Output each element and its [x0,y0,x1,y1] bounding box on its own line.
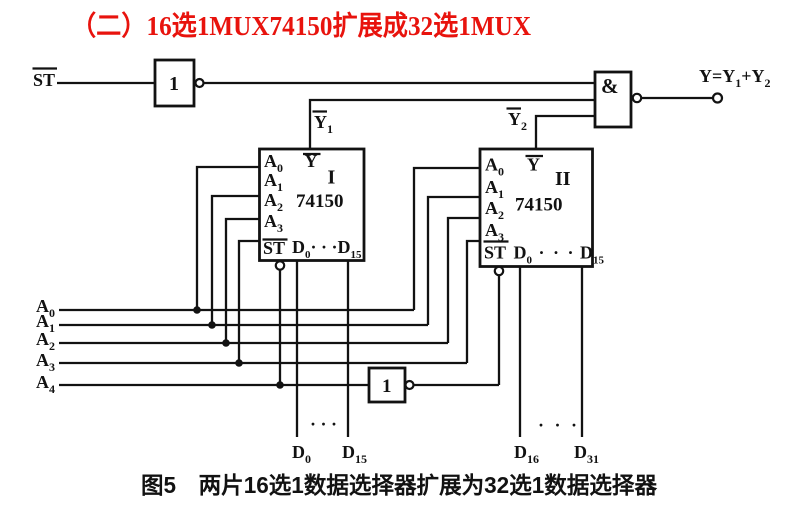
chip2-strobe-bubble [493,265,505,277]
chip1-pin-st-label: ST [263,238,285,258]
wire-a1-to-chip1 [210,194,260,325]
a4-inverter-label: 1 [382,376,392,397]
wire-y1-to-and [308,98,595,150]
wire-a3-to-chip1 [237,239,260,363]
enable-inverter-bubble [194,77,205,89]
chip2-pin-st-label: ST [484,243,506,263]
and-gate-label: & [601,74,619,98]
page-title: （二）16选1MUX74150扩展成32选1MUX [71,11,531,41]
output-terminal [711,92,724,104]
input-a2-label: A2 [36,329,55,353]
chip1-part-number: 74150 [296,191,344,212]
figure-caption: 图5 两片16选1数据选择器扩展为32选1数据选择器 [141,472,658,498]
chip2-pin-a1-label: A1 [485,177,504,201]
input-a1-label: A1 [36,311,55,335]
input-a3-label: A3 [36,350,55,374]
output-expression: Y=Y1+Y2 [699,66,771,90]
chip1-d0-label: D0 [292,442,311,466]
wire-a2-to-chip2 [446,216,480,343]
wire-a0-to-chip2 [412,166,480,310]
chip1-d15-label: D15 [342,442,367,466]
a4-inverter-box [367,366,407,404]
net-y1-label: Y1 [314,112,333,136]
chip2-d31-label: D31 [574,442,599,466]
chip1-pin-a0-label: A0 [264,151,283,175]
and-gate-box [593,70,633,129]
chip1-data-ellipsis: · · · [310,414,337,434]
a4-inverter-bubble [404,379,415,391]
chip1-pin-a1-label: A1 [264,170,283,194]
chip2-pin-y-label: Y [527,155,540,175]
chip2-pin-a0-label: A0 [485,155,504,179]
enable-input-label: ST [33,70,55,90]
chip2-designator: II [555,168,571,190]
input-a4-label: A4 [36,372,55,396]
enable-inverter-label: 1 [169,73,179,95]
wire-y2-to-and [534,114,595,150]
net-y2-label: Y2 [508,109,527,133]
wire-a3-to-chip2 [465,239,480,363]
chip2-data-row-label: D0 · · · D15 [514,243,605,267]
chip2-d16-label: D16 [514,442,539,466]
wire-a1-to-chip2 [426,195,480,325]
chip1-box [258,147,366,262]
chip1-designator: I [328,167,336,189]
chip1-strobe-bubble [274,260,286,271]
chip1-data-row-label: D0· · ·D15 [292,237,362,261]
chip2-data-ellipsis: · · · [538,415,580,435]
enable-inverter-box [153,58,196,108]
input-a0-label: A0 [36,296,55,320]
and-gate-output-bubble [631,92,643,104]
chip1-pin-a3-label: A3 [264,211,283,235]
chip2-part-number: 74150 [515,195,563,216]
chip2-pin-a3-label: A3 [485,220,504,244]
chip2-pin-a2-label: A2 [485,198,504,222]
wire-a0-to-chip1 [195,165,260,310]
chip2-box [478,147,594,268]
chip1-pin-a2-label: A2 [264,190,283,214]
chip1-pin-y-label: Y [305,151,318,171]
wire-a2-to-chip1 [224,217,260,343]
